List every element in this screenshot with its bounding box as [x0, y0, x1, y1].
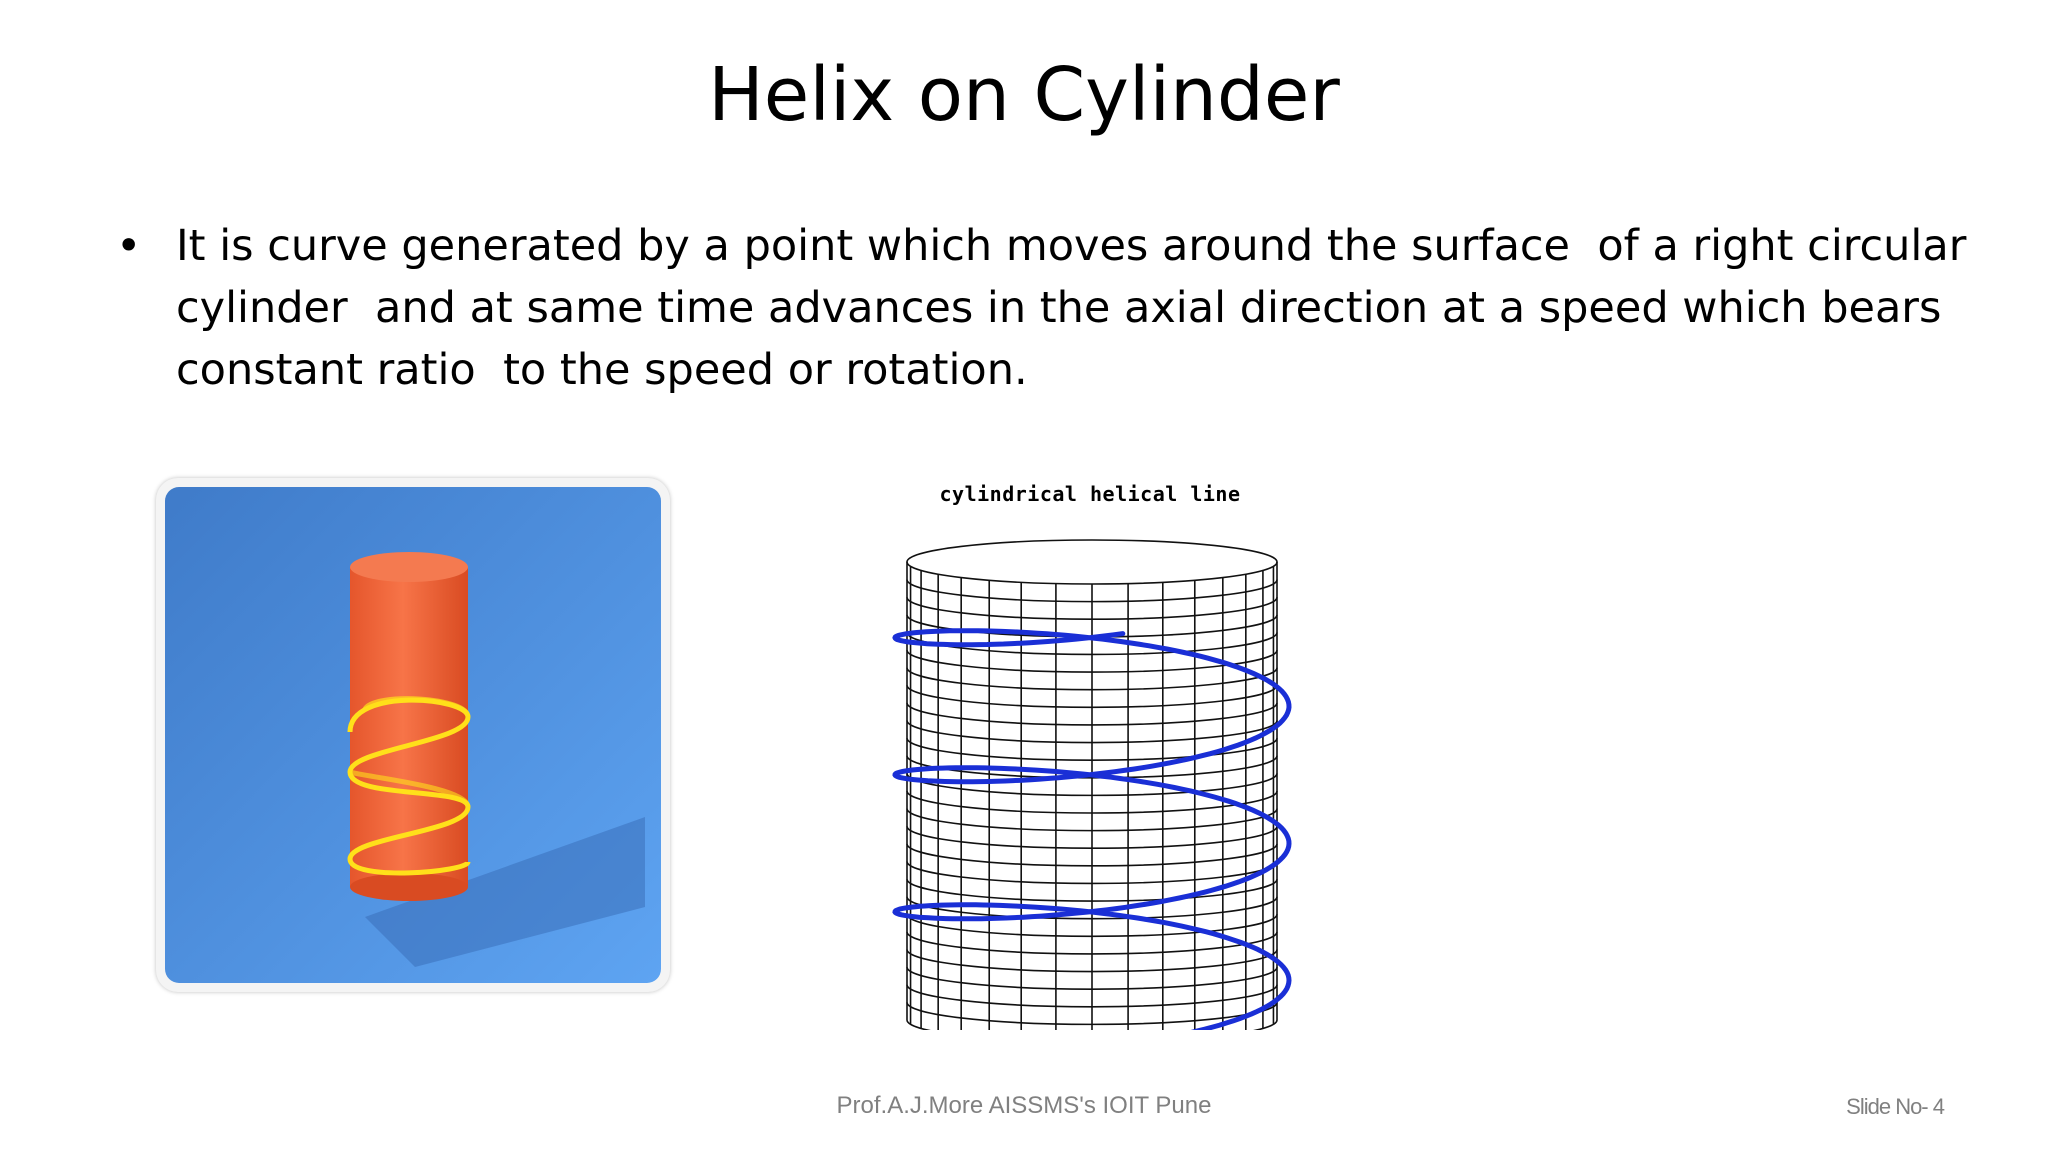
plot-title: cylindrical helical line	[939, 482, 1241, 506]
cylinder-base	[350, 873, 468, 901]
slide-number: Slide No- 4	[1846, 1094, 1945, 1119]
helix-cylinder-render-svg	[165, 487, 661, 983]
bullet-line-3: constant ratio to the speed or rotation.	[176, 345, 1028, 395]
mesh-ring	[906, 539, 1278, 585]
yellow-helix	[347, 696, 471, 876]
cylinder-top	[350, 552, 468, 582]
footer-author: Prof.A.J.More AISSMS's IOIT Pune	[836, 1092, 1212, 1119]
bullet-line-2: cylinder and at same time advances in th…	[176, 283, 1942, 333]
cylinder-body	[350, 567, 468, 887]
wireframe-cylinder-svg	[892, 539, 1292, 1030]
bullet-list: • It is curve generated by a point which…	[110, 215, 1967, 401]
cylinder-shadow	[365, 817, 645, 967]
wireframe-mesh	[906, 539, 1278, 1030]
bullet-line-1: It is curve generated by a point which m…	[176, 221, 1967, 271]
bullet-dot: •	[116, 221, 142, 271]
helix-cylinder-render-image	[156, 478, 670, 992]
slide-title: Helix on Cylinder	[708, 52, 1340, 138]
bullet-item: • It is curve generated by a point which…	[110, 215, 1967, 401]
helical-line-plot: cylindrical helical line	[860, 470, 1320, 1030]
blue-helix-line	[892, 628, 1292, 1030]
